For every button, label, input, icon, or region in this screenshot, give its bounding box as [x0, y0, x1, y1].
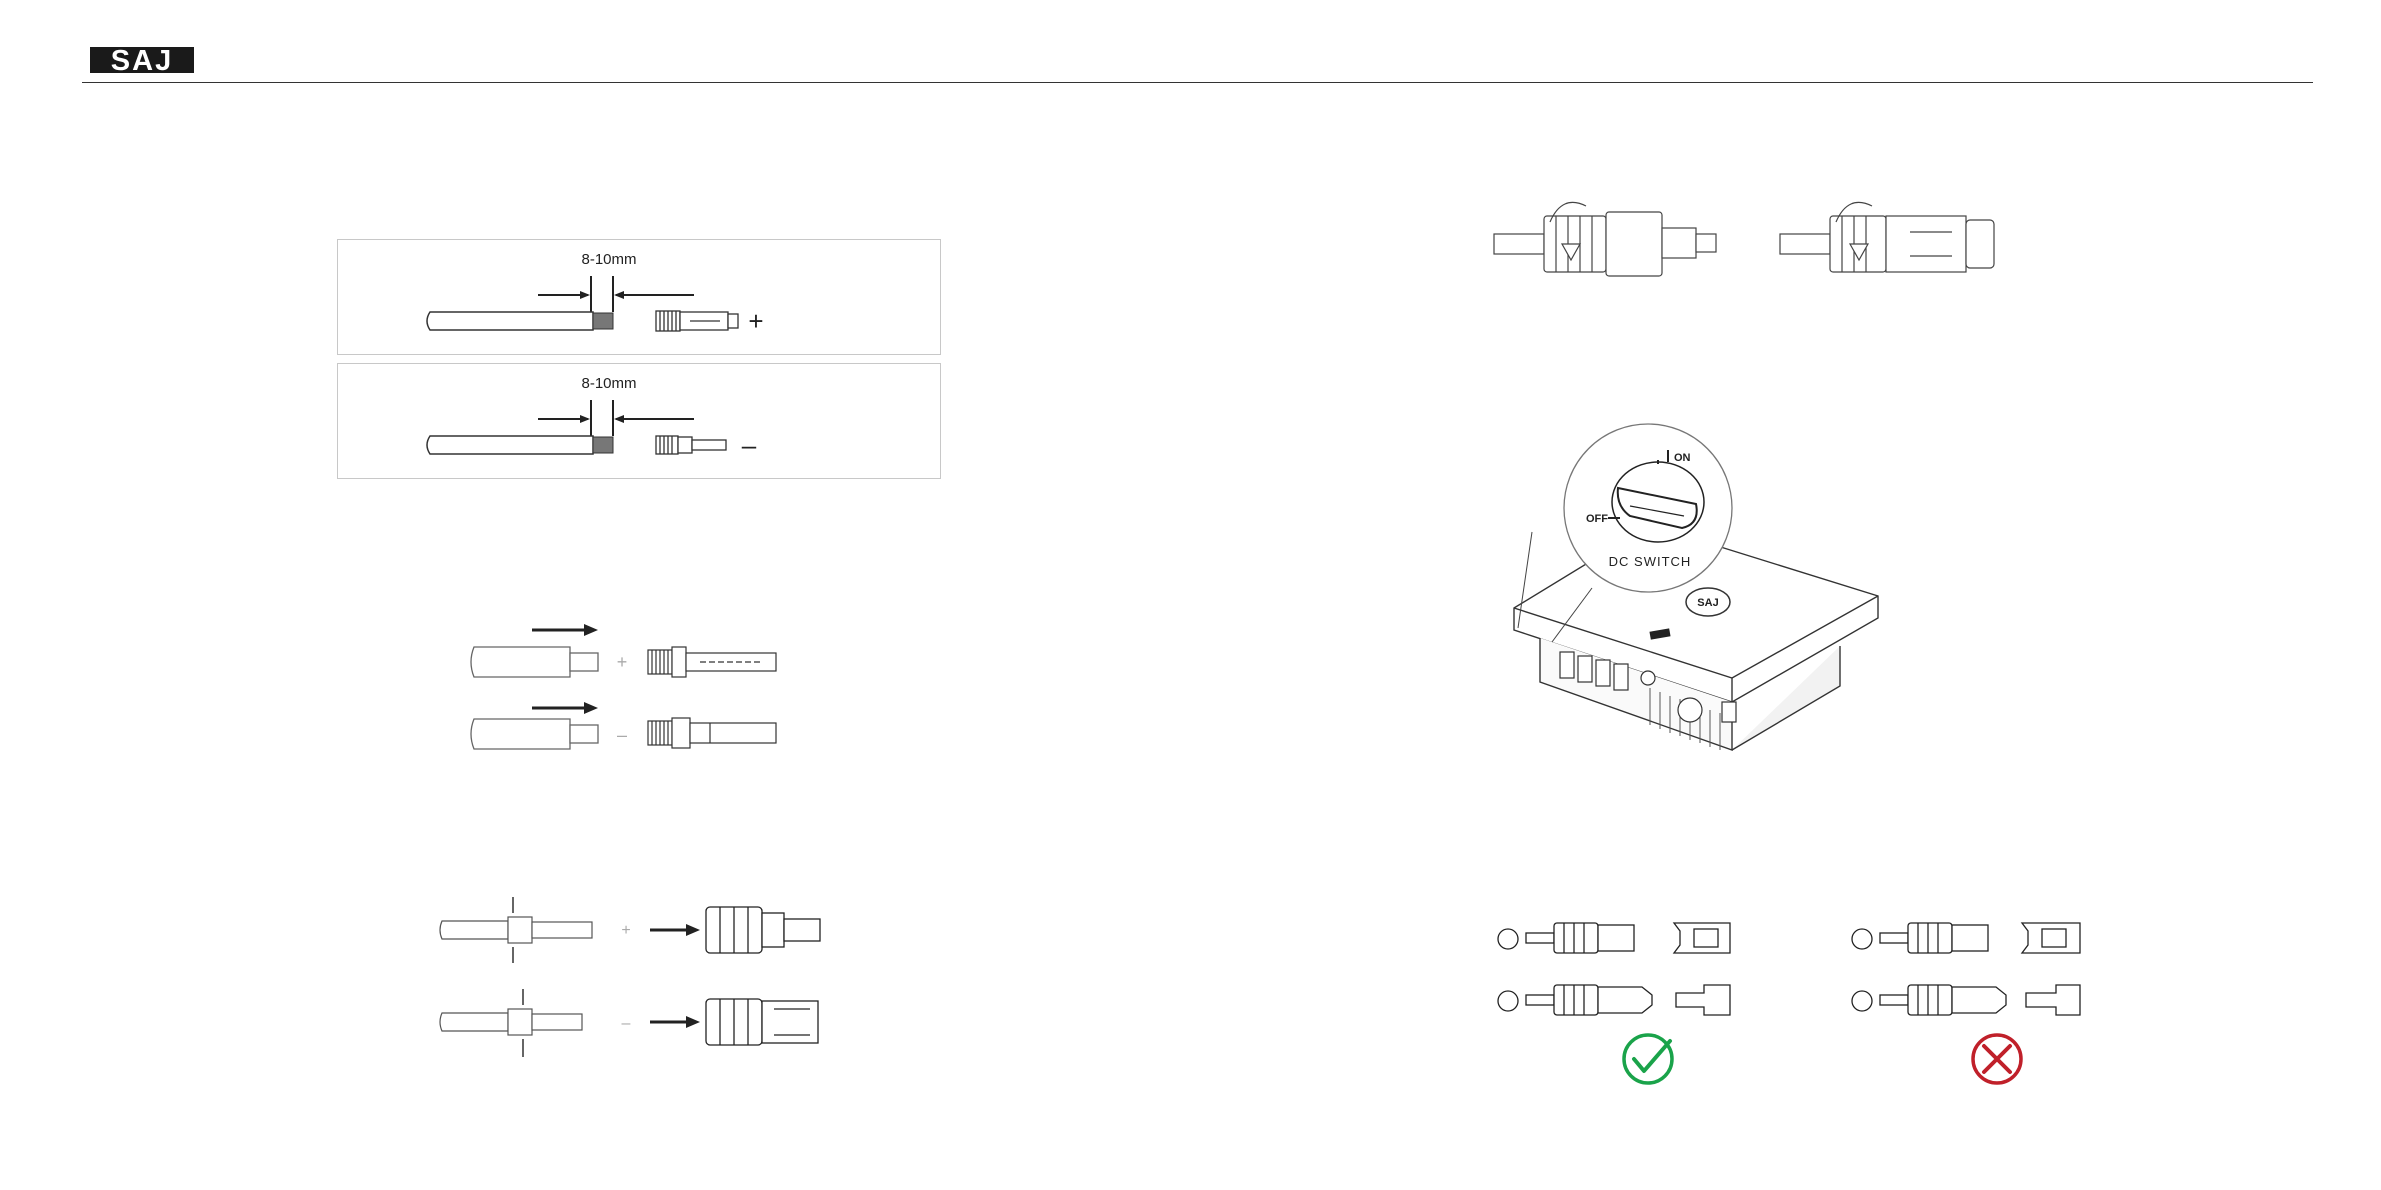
strip-positive-frame: 8-10mm +: [337, 239, 941, 355]
polarity-plus-label: +: [748, 306, 763, 336]
dc-switch-label: DC SWITCH: [1609, 554, 1692, 569]
strip-dimension-label-negative: 8-10mm: [581, 375, 636, 392]
x-circle-icon: [1973, 1035, 2021, 1083]
polarity-check-figure: [1490, 905, 2100, 1090]
connector-lock-figure: [1490, 192, 2050, 292]
header-rule: [82, 82, 2313, 83]
strip-negative-drawing: 8-10mm –: [338, 364, 940, 478]
dc-switch-drawing: SAJ ON OFF DC SWITCH: [1500, 420, 1900, 790]
unit-logo-text: SAJ: [1697, 597, 1718, 609]
crimp-minus-sign: –: [622, 1015, 631, 1032]
dc-switch-figure: SAJ ON OFF DC SWITCH: [1500, 420, 1900, 790]
insert-minus-sign: –: [617, 725, 627, 745]
switch-on-label: ON: [1674, 452, 1691, 464]
polarity-check-drawing: [1490, 905, 2100, 1090]
strip-positive-drawing: 8-10mm +: [338, 240, 940, 354]
brand-text: SAJ: [111, 45, 173, 77]
check-circle-icon: [1624, 1035, 1672, 1083]
connector-lock-drawing: [1490, 192, 2050, 292]
insert-drawing: + –: [470, 615, 810, 755]
crimp-drawing: + –: [438, 895, 858, 1065]
crimp-figure: + –: [438, 895, 858, 1065]
strip-negative-frame: 8-10mm –: [337, 363, 941, 479]
crimp-plus-sign: +: [621, 922, 630, 939]
strip-dimension-label: 8-10mm: [581, 251, 636, 268]
insert-figure: + –: [470, 615, 810, 755]
polarity-minus-label: –: [742, 430, 757, 460]
switch-off-label: OFF: [1586, 513, 1608, 525]
brand-logo: SAJ: [88, 44, 196, 76]
insert-plus-sign: +: [617, 652, 628, 672]
